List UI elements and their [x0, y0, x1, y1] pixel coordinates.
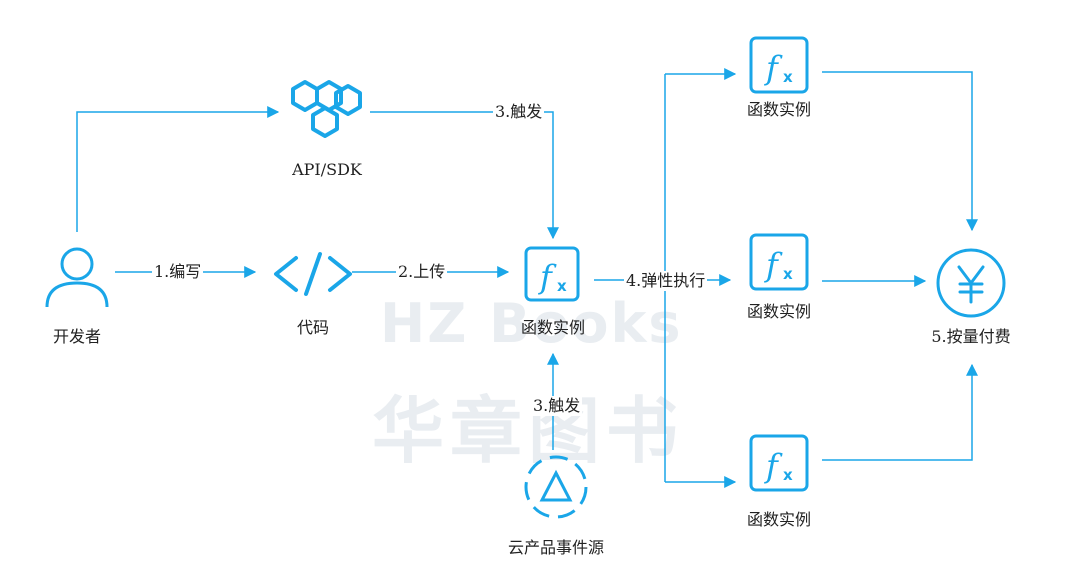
cubes-icon [291, 80, 362, 138]
edge-developer-api [76, 106, 280, 232]
function-icon: f x [749, 36, 809, 94]
svg-text:x: x [783, 68, 793, 86]
edge-top-billing [822, 71, 978, 232]
event-source-label: 云产品事件源 [507, 538, 605, 557]
edge-label-upload: 2.上传 [396, 262, 448, 282]
edge-trigger-api [370, 111, 559, 240]
svg-text:f: f [538, 258, 557, 296]
svg-text:f: f [764, 49, 783, 87]
edge-label-trigger-api: 3.触发 [493, 102, 545, 122]
svg-text:f: f [764, 447, 783, 485]
developer-label: 开发者 [52, 327, 102, 346]
watermark-cjk: 华章图书 [372, 389, 685, 473]
edge-bot-billing [822, 363, 978, 461]
edge-label-elastic: 4.弹性执行 [624, 271, 708, 291]
yen-icon [936, 248, 1006, 318]
code-icon [274, 252, 352, 296]
edge-label-trigger-event: 3.触发 [531, 396, 583, 416]
svg-text:x: x [783, 265, 793, 283]
triangle-circle-icon [524, 455, 588, 519]
edge-label-write: 1.编写 [152, 262, 204, 282]
fn-bot-label: 函数实例 [746, 510, 812, 529]
user-icon [45, 247, 109, 308]
watermark-latin: HZ Books [380, 292, 683, 355]
function-icon: f x [749, 434, 809, 492]
fn-top-label: 函数实例 [746, 100, 812, 119]
svg-text:f: f [764, 246, 783, 284]
api-label: API/SDK [292, 160, 362, 179]
code-label: 代码 [296, 318, 330, 337]
center-function-label: 函数实例 [520, 318, 586, 337]
billing-label: 5.按量付费 [931, 327, 1011, 346]
svg-text:x: x [783, 466, 793, 484]
fn-mid-label: 函数实例 [746, 302, 812, 321]
svg-text:x: x [557, 277, 567, 295]
function-icon: f x [524, 246, 580, 302]
function-icon: f x [749, 233, 809, 291]
